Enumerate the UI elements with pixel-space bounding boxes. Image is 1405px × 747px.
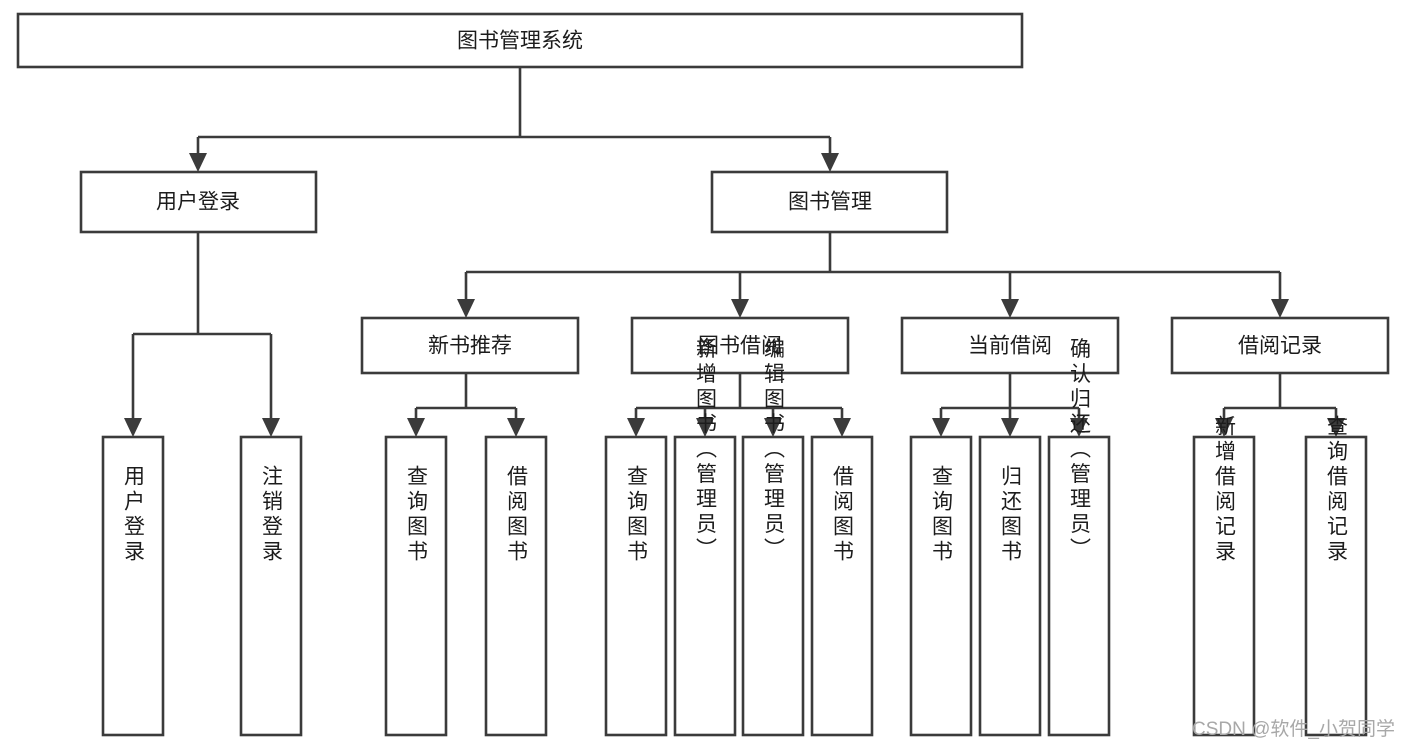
- arrow-user-login-leaf-2: [262, 418, 280, 437]
- leaf-book-borrow-add[interactable]: 新增图书（管理员）: [673, 338, 737, 737]
- leaf-new-book-query[interactable]: 查询图书: [384, 435, 448, 737]
- node-borrow-record-label: 借阅记录: [1238, 335, 1322, 358]
- arrow-root-to-user-login: [189, 153, 207, 172]
- arrow-user-login-leaf-1: [124, 418, 142, 437]
- node-user-login[interactable]: 用户登录: [79, 170, 318, 234]
- leaf-book-borrow-borrow[interactable]: 借阅图书: [810, 435, 874, 737]
- leaf-user-login-logout[interactable]: 注销登录: [239, 435, 303, 737]
- connectors-user-login: [131, 232, 273, 418]
- node-current-borrow[interactable]: 当前借阅: [900, 316, 1120, 375]
- leaf-current-borrow-return[interactable]: 归还图书: [978, 435, 1042, 737]
- connectors-root: [196, 67, 832, 153]
- arrow-root-to-book-manage: [821, 153, 839, 172]
- leaf-current-borrow-confirm-return[interactable]: 确认归还（管理员）: [1047, 338, 1111, 737]
- leaf-current-borrow-query[interactable]: 查询图书: [909, 435, 973, 737]
- arrow-new-book-leaf-2: [507, 418, 525, 437]
- arrow-current-borrow-leaf-2: [1001, 418, 1019, 437]
- arrow-new-book-leaf-1: [407, 418, 425, 437]
- leaf-borrow-record-query-label: 查询借阅记录: [1325, 415, 1349, 565]
- leaf-book-borrow-query[interactable]: 查询图书: [604, 435, 668, 737]
- leaf-user-login-login[interactable]: 用户登录: [101, 435, 165, 737]
- leaf-current-borrow-confirm-return-label: 确认归还（管理员）: [1068, 338, 1092, 563]
- connectors-borrow-record: [1222, 373, 1338, 418]
- node-book-manage-label: 图书管理: [788, 191, 872, 214]
- leaf-new-book-query-label: 查询图书: [405, 465, 429, 565]
- node-book-manage[interactable]: 图书管理: [710, 170, 949, 234]
- node-new-book-recommend[interactable]: 新书推荐: [360, 316, 580, 375]
- leaf-borrow-record-query[interactable]: 查询借阅记录: [1304, 415, 1368, 737]
- leaf-book-borrow-edit[interactable]: 编辑图书（管理员）: [741, 338, 805, 737]
- leaf-user-login-logout-label: 注销登录: [260, 465, 284, 565]
- arrow-book-borrow-leaf-4: [833, 418, 851, 437]
- node-borrow-record[interactable]: 借阅记录: [1170, 316, 1390, 375]
- node-new-book-recommend-label: 新书推荐: [428, 335, 512, 358]
- node-root-library-system[interactable]: 图书管理系统: [16, 12, 1024, 69]
- connectors-new-book: [414, 373, 518, 418]
- leaf-new-book-borrow-label: 借阅图书: [505, 465, 529, 565]
- node-book-borrow-label: 图书借阅: [698, 335, 782, 358]
- node-root-label: 图书管理系统: [457, 30, 583, 53]
- arrow-book-manage-to-borrow-record: [1271, 299, 1289, 318]
- leaf-borrow-record-add-label: 新增借阅记录: [1213, 415, 1237, 565]
- leaf-book-borrow-borrow-label: 借阅图书: [831, 465, 855, 565]
- arrow-book-borrow-leaf-1: [627, 418, 645, 437]
- leaf-book-borrow-query-label: 查询图书: [625, 465, 649, 565]
- leaf-book-borrow-add-label: 新增图书（管理员）: [694, 338, 718, 563]
- leaf-borrow-record-add[interactable]: 新增借阅记录: [1192, 415, 1256, 737]
- connectors-book-manage: [464, 232, 1282, 299]
- connectors-current-borrow: [939, 373, 1081, 418]
- leaf-new-book-borrow[interactable]: 借阅图书: [484, 435, 548, 737]
- arrow-book-manage-to-new-book: [457, 299, 475, 318]
- connectors-book-borrow: [634, 373, 844, 418]
- leaf-current-borrow-return-label: 归还图书: [999, 465, 1023, 565]
- node-book-borrow[interactable]: 图书借阅: [630, 316, 850, 375]
- leaf-current-borrow-query-label: 查询图书: [930, 465, 954, 565]
- node-user-login-label: 用户登录: [156, 191, 240, 214]
- leaf-book-borrow-edit-label: 编辑图书（管理员）: [762, 338, 786, 563]
- arrow-current-borrow-leaf-1: [932, 418, 950, 437]
- arrow-book-manage-to-current-borrow: [1001, 299, 1019, 318]
- node-current-borrow-label: 当前借阅: [968, 335, 1052, 358]
- leaf-user-login-login-label: 用户登录: [122, 465, 146, 565]
- arrow-book-manage-to-book-borrow: [731, 299, 749, 318]
